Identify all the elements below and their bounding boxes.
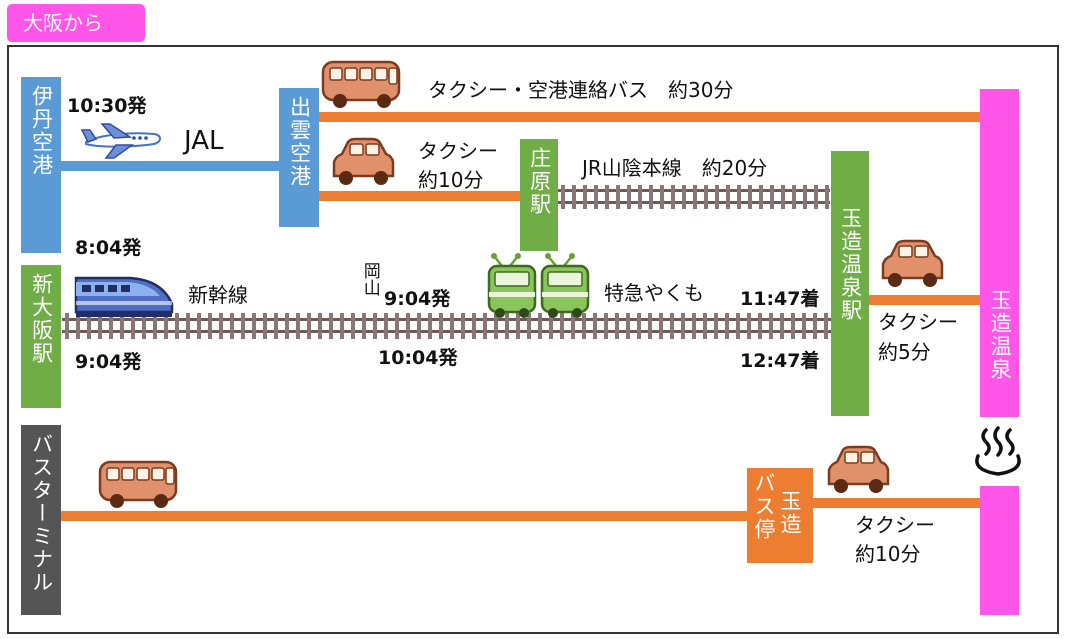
bus-icon <box>321 60 401 108</box>
okayama-label: 岡山 <box>359 262 380 296</box>
izumo-airport-box: 出雲空港 <box>279 88 319 227</box>
airplane-icon <box>80 123 161 159</box>
jal-route-line <box>60 161 280 171</box>
izumo-airport-label: 出雲空港 <box>287 96 312 188</box>
itami-departure-time: 10:30発 <box>67 95 147 117</box>
shinkansen-label: 新幹線 <box>188 283 248 307</box>
shobara-station-box: 庄原駅 <box>520 139 558 251</box>
taxi-icon <box>881 239 944 287</box>
tamatsukuri-bus-stop-box: 玉造 バス停 <box>747 468 813 563</box>
express-train-icon <box>487 253 590 318</box>
bus-terminal-label: バスターミナル <box>29 433 54 594</box>
itami-airport-label: 伊丹空港 <box>29 85 54 177</box>
jal-label: JAL <box>184 126 224 156</box>
tamatsukuri-bus-stop-name: 玉造 <box>778 490 802 536</box>
taxi-icon <box>827 445 890 493</box>
okayama-departure-time: 9:04発 <box>384 288 451 310</box>
busstop-taxi-label-line2: 約10分 <box>855 542 921 566</box>
airport-taxi-label-line1: タクシー <box>418 139 498 163</box>
shin-osaka-departure-time-late: 9:04発 <box>75 351 142 373</box>
taxi-icon <box>332 137 395 185</box>
airport-bus-label: タクシー・空港連絡バス 約30分 <box>428 78 734 102</box>
itami-airport-box: 伊丹空港 <box>21 77 61 253</box>
airport-taxi-route-line <box>318 191 520 201</box>
from-osaka-tab: 大阪から <box>7 4 145 42</box>
tamatsukuri-onsen-lower-box <box>980 486 1019 615</box>
shin-osaka-station-label: 新大阪駅 <box>29 273 54 365</box>
arrival-time-late: 12:47着 <box>740 350 820 372</box>
yakumo-label: 特急やくも <box>604 281 704 305</box>
sanin-line-track <box>558 185 830 209</box>
airport-taxi-label-line2: 約10分 <box>418 168 484 192</box>
tamatsukuri-station-box: 玉造温泉駅 <box>831 151 869 416</box>
tamatsukuri-bus-stop-label: バス停 <box>752 472 776 541</box>
hot-spring-icon <box>975 426 1021 476</box>
sanin-line-label: JR山陰本線 約20分 <box>582 156 768 180</box>
station-taxi-label-line2: 約5分 <box>878 340 931 364</box>
station-taxi-route-line <box>869 295 980 305</box>
okayama-departure-time-late: 10:04発 <box>378 347 458 369</box>
shin-osaka-station-box: 新大阪駅 <box>21 265 61 408</box>
shinkansen-track <box>62 313 832 339</box>
shin-osaka-departure-time-early: 8:04発 <box>75 237 142 259</box>
airport-bus-route-line <box>318 112 980 122</box>
shinkansen-icon <box>74 276 174 317</box>
shobara-station-label: 庄原駅 <box>527 147 552 216</box>
tamatsukuri-onsen-label: 玉造温泉 <box>988 289 1013 381</box>
bus-icon <box>98 460 178 508</box>
tamatsukuri-onsen-upper-box: 玉造温泉 <box>980 89 1019 417</box>
busstop-taxi-label-line1: タクシー <box>855 513 935 537</box>
station-taxi-label-line1: タクシー <box>878 310 958 334</box>
diagram-frame <box>7 45 1059 634</box>
bus-terminal-box: バスターミナル <box>21 425 61 615</box>
tamatsukuri-station-label: 玉造温泉駅 <box>838 207 863 322</box>
arrival-time-early: 11:47着 <box>740 288 820 310</box>
bus-terminal-route-line <box>60 511 748 521</box>
busstop-taxi-route-line <box>813 498 980 508</box>
